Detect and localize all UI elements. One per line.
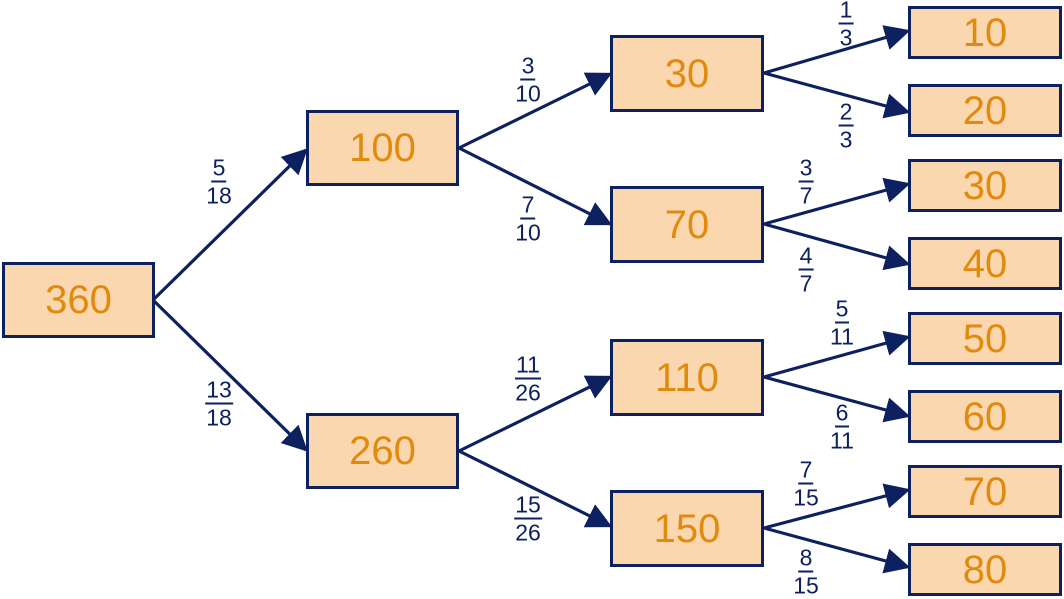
arrow-260-to-150 <box>458 449 613 528</box>
arrow-360-to-260 <box>151 298 308 452</box>
fraction-denominator: 11 <box>830 323 854 350</box>
node-level3-80: 80 <box>908 543 1062 596</box>
fraction-denominator: 7 <box>799 270 813 297</box>
fraction-6-11: 6 11 <box>830 399 854 454</box>
fraction-numerator: 7 <box>520 191 536 220</box>
arrow-70-to-30 <box>763 177 911 226</box>
fraction-1-3: 1 3 <box>838 0 854 51</box>
fraction-5-18: 5 18 <box>206 154 232 209</box>
fraction-5-11: 5 11 <box>830 295 854 350</box>
arrow-150-to-70 <box>763 483 911 530</box>
fraction-denominator: 18 <box>206 182 232 209</box>
fraction-numerator: 1 <box>838 0 854 25</box>
fraction-denominator: 7 <box>799 182 813 209</box>
arrow-30-to-10 <box>763 25 911 75</box>
fraction-7-15: 7 15 <box>793 456 819 511</box>
fraction-numerator: 4 <box>798 242 814 271</box>
fraction-8-15: 8 15 <box>793 544 819 599</box>
node-level3-40: 40 <box>908 237 1062 290</box>
node-level3-30: 30 <box>908 159 1062 212</box>
fraction-denominator: 18 <box>206 404 232 431</box>
fraction-3-7: 3 7 <box>798 154 814 209</box>
fraction-numerator: 2 <box>838 98 854 127</box>
fraction-2-3: 2 3 <box>838 98 854 153</box>
fraction-denominator: 11 <box>830 427 854 454</box>
fraction-denominator: 15 <box>793 484 819 511</box>
arrow-360-to-100 <box>151 148 308 302</box>
fraction-numerator: 3 <box>798 154 814 183</box>
node-level2-30: 30 <box>610 35 764 112</box>
fraction-numerator: 5 <box>211 154 227 183</box>
node-level2-110: 110 <box>610 339 764 416</box>
node-level3-10: 10 <box>908 6 1062 59</box>
fraction-7-10: 7 10 <box>515 191 541 246</box>
fraction-numerator: 6 <box>834 399 850 428</box>
arrow-30-to-20 <box>763 71 911 119</box>
fraction-numerator: 8 <box>798 544 814 573</box>
node-level1-100: 100 <box>306 110 459 186</box>
fraction-11-26: 11 26 <box>515 351 541 406</box>
fraction-denominator: 10 <box>515 80 541 107</box>
fraction-denominator: 26 <box>515 379 541 406</box>
fraction-denominator: 3 <box>839 126 853 153</box>
arrow-110-to-60 <box>763 375 911 423</box>
arrow-150-to-80 <box>763 526 911 574</box>
node-level3-50: 50 <box>908 312 1062 365</box>
fraction-denominator: 3 <box>839 24 853 51</box>
arrow-100-to-30 <box>458 72 613 150</box>
node-level3-20: 20 <box>908 84 1062 137</box>
arrow-100-to-70 <box>458 146 613 226</box>
fraction-numerator: 15 <box>514 491 542 520</box>
fraction-denominator: 15 <box>793 572 819 599</box>
fraction-numerator: 13 <box>205 376 233 405</box>
fraction-denominator: 26 <box>515 519 541 546</box>
node-level1-260: 260 <box>306 413 459 489</box>
node-level2-70: 70 <box>610 186 764 263</box>
fraction-15-26: 15 26 <box>514 491 542 546</box>
node-level2-150: 150 <box>610 490 764 567</box>
arrow-110-to-50 <box>763 330 911 379</box>
fraction-numerator: 3 <box>520 52 536 81</box>
node-level3-60: 60 <box>908 390 1062 443</box>
fraction-3-10: 3 10 <box>515 52 541 107</box>
fraction-numerator: 11 <box>515 351 541 380</box>
fraction-denominator: 10 <box>515 219 541 246</box>
arrow-260-to-110 <box>458 375 613 453</box>
arrow-70-to-40 <box>763 222 911 271</box>
fraction-numerator: 5 <box>834 295 850 324</box>
fraction-13-18: 13 18 <box>205 376 233 431</box>
node-level3-70: 70 <box>908 465 1062 518</box>
fraction-numerator: 7 <box>798 456 814 485</box>
node-root: 360 <box>2 262 155 338</box>
fraction-4-7: 4 7 <box>798 242 814 297</box>
